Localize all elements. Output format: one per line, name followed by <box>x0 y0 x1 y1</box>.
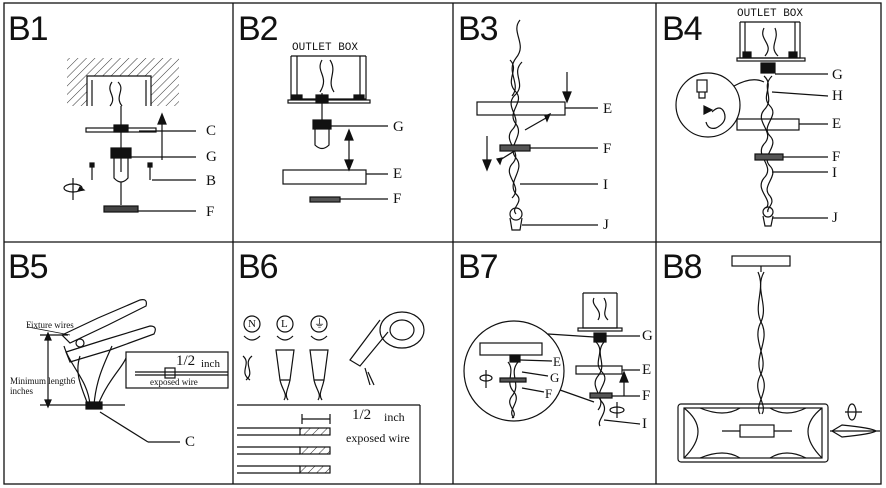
rotate-arrow-icon <box>63 178 86 200</box>
outlet-box-label: OUTLET BOX <box>737 8 804 20</box>
stripped-wires <box>237 427 331 474</box>
panel-b4-drawing <box>675 21 829 227</box>
panel-b8-drawing <box>677 255 880 463</box>
panel-title-b5: B5 <box>8 248 49 286</box>
panel-title-b1: B1 <box>8 10 49 48</box>
part-label: F <box>642 388 651 404</box>
part-label: G <box>206 149 217 165</box>
part-label: J <box>832 210 838 226</box>
terminal-label-ground: ⏚ <box>314 318 325 330</box>
rotate-arrow-icon <box>845 403 862 421</box>
panel-title-b4: B4 <box>662 10 703 48</box>
panel-b1-drawing <box>63 58 196 213</box>
part-label: I <box>642 416 647 432</box>
part-label: I <box>603 177 608 193</box>
part-label: E <box>393 166 403 182</box>
panel-b3-drawing <box>476 19 598 231</box>
terminal-label-live: L <box>281 318 288 330</box>
drum-shade <box>677 403 829 463</box>
part-label: E <box>832 116 842 132</box>
panel-title-b6: B6 <box>238 248 279 286</box>
inset-part-label: E <box>553 354 561 369</box>
panel-title-b7: B7 <box>458 248 499 286</box>
part-label: F <box>206 204 215 220</box>
neutral-terminal-icon <box>243 315 261 333</box>
up-arrow-icon <box>619 370 629 396</box>
strip-length-fraction: 1/2 <box>176 353 196 369</box>
detail-magnifier <box>463 320 565 422</box>
down-arrow-icon <box>482 136 492 172</box>
ground-terminal-icon <box>310 315 328 333</box>
strip-length-fraction: 1/2 <box>352 407 372 423</box>
panel-title-b3: B3 <box>458 10 499 48</box>
panel-b6-drawing <box>237 311 425 484</box>
panel-title-b2: B2 <box>238 10 279 48</box>
part-label: E <box>642 362 652 378</box>
part-label: F <box>832 149 841 165</box>
inches-label: inches <box>10 386 33 396</box>
part-label: J <box>603 217 609 233</box>
part-label: B <box>206 173 217 189</box>
exposed-wire-label: exposed wire <box>150 377 198 387</box>
part-label: G <box>832 67 843 83</box>
live-terminal-icon <box>276 315 294 333</box>
min-length-label: Minimum length6 <box>10 376 76 386</box>
panel-b5-drawing <box>27 299 229 443</box>
part-label: E <box>603 101 613 117</box>
part-label: H <box>832 88 843 104</box>
panel-b2-drawing <box>282 55 388 203</box>
inset-part-label: F <box>545 386 553 401</box>
terminal-label-neutral: N <box>248 318 256 330</box>
strip-length-unit: inch <box>384 410 405 424</box>
up-arrow-icon <box>157 112 167 125</box>
part-label: I <box>832 165 837 181</box>
part-label: F <box>393 191 402 207</box>
rotate-arrow-icon <box>479 370 493 388</box>
detail-magnifier <box>675 72 741 138</box>
double-arrow-icon <box>344 128 354 172</box>
rotate-arrow-icon <box>609 402 625 418</box>
strip-length-unit: inch <box>201 358 220 370</box>
inset-part-label: G <box>550 370 560 385</box>
part-label: C <box>206 123 217 139</box>
part-label: G <box>393 119 404 135</box>
panel-b7-drawing <box>463 292 641 427</box>
panel-grid <box>3 2 882 485</box>
part-label: F <box>603 141 612 157</box>
exposed-wire-label: exposed wire <box>346 431 410 445</box>
fixture-wires-label: Fixture wires <box>26 320 74 330</box>
outlet-box-label: OUTLET BOX <box>292 42 359 54</box>
down-arrow-icon <box>562 72 572 104</box>
part-label: C <box>185 434 196 450</box>
part-label: G <box>642 328 653 344</box>
panel-title-b8: B8 <box>662 248 703 286</box>
